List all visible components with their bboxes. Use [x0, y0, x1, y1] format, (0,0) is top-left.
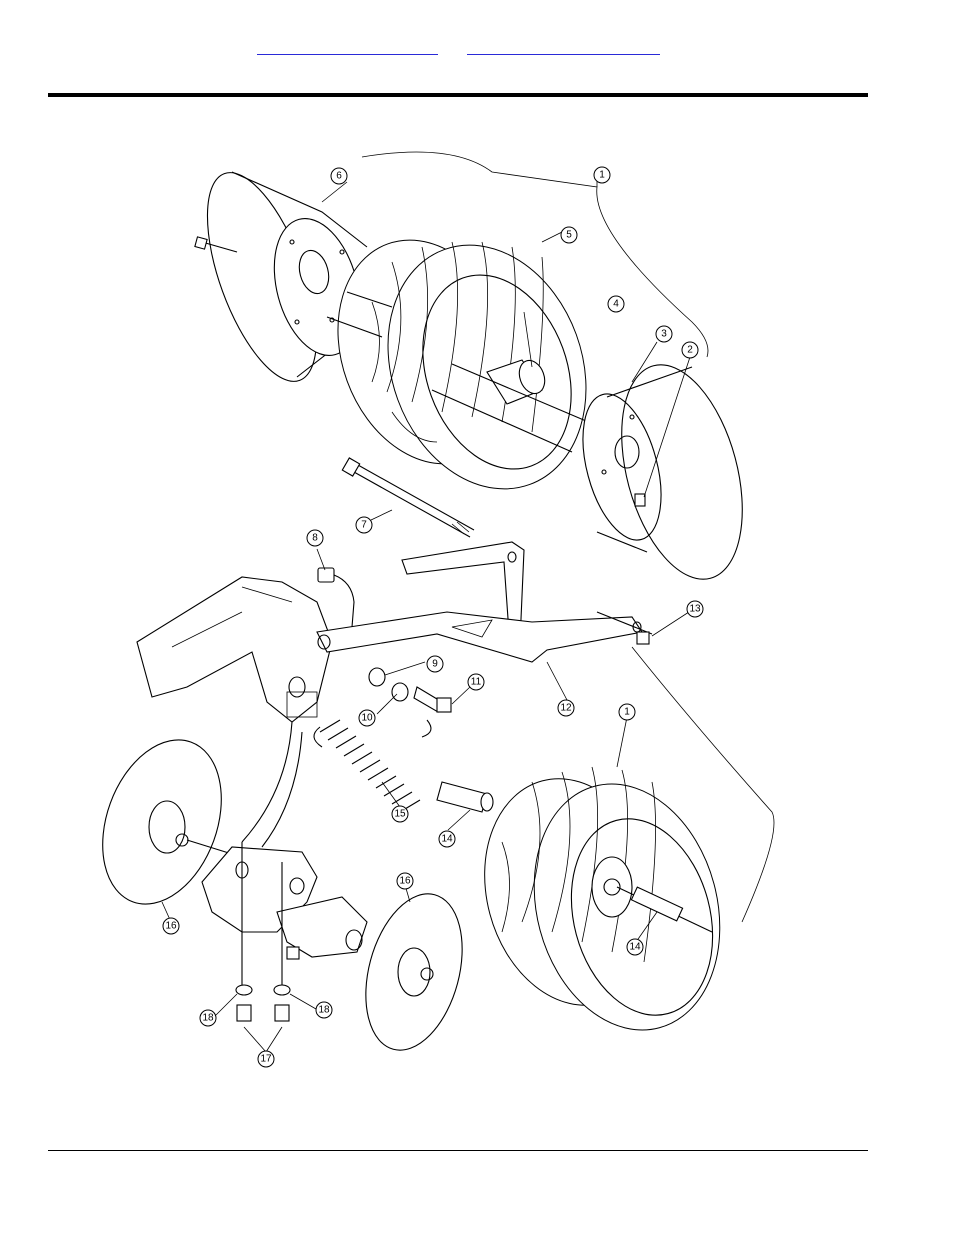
nav-link-right[interactable] — [467, 38, 660, 55]
svg-text:7: 7 — [361, 520, 367, 531]
spring-15 — [314, 720, 431, 812]
callout-5: 5 — [561, 227, 577, 243]
spacer-14 — [437, 782, 493, 812]
shank — [202, 722, 367, 987]
svg-text:6: 6 — [336, 171, 342, 182]
callout-14-middle: 14 — [439, 831, 455, 847]
callout-7: 7 — [356, 517, 372, 533]
callout-13: 13 — [687, 601, 703, 617]
svg-text:4: 4 — [613, 299, 619, 310]
tire-lower — [460, 759, 746, 1051]
svg-text:3: 3 — [661, 329, 667, 340]
callout-9: 9 — [427, 656, 443, 672]
callout-15: 15 — [392, 806, 408, 822]
rim-3 — [569, 352, 764, 593]
callout-10: 10 — [359, 710, 375, 726]
nav-link-left[interactable] — [257, 38, 438, 55]
callout-17: 17 — [258, 1051, 274, 1067]
svg-text:2: 2 — [687, 345, 693, 356]
footer-rule — [48, 1150, 868, 1151]
svg-text:1: 1 — [624, 707, 630, 718]
header-rule — [48, 93, 868, 97]
callout-14-lower: 14 — [627, 939, 643, 955]
callout-18-left: 18 — [200, 1010, 216, 1026]
disk-16-right — [350, 883, 478, 1061]
svg-text:1: 1 — [599, 170, 605, 181]
callout-18-right: 18 — [316, 1002, 332, 1018]
svg-text:15: 15 — [394, 809, 406, 820]
callout-6: 6 — [331, 168, 347, 184]
parts-diagram: 1 2 3 4 5 6 7 8 9 10 11 12 13 14 15 16 1… — [92, 142, 782, 1077]
callout-4: 4 — [608, 296, 624, 312]
svg-text:16: 16 — [399, 876, 411, 887]
hardware-9-10-11 — [369, 668, 451, 712]
callout-16-left: 16 — [163, 918, 179, 934]
svg-text:11: 11 — [471, 677, 482, 688]
svg-text:17: 17 — [260, 1054, 272, 1065]
svg-text:10: 10 — [361, 713, 373, 724]
svg-text:5: 5 — [566, 230, 572, 241]
svg-text:14: 14 — [441, 834, 453, 845]
callout-3: 3 — [656, 326, 672, 342]
svg-text:13: 13 — [689, 604, 701, 615]
svg-text:14: 14 — [629, 942, 641, 953]
bolts-17-18 — [236, 985, 290, 1021]
callout-1-upper: 1 — [594, 167, 610, 183]
callout-1-lower: 1 — [619, 704, 635, 720]
svg-text:16: 16 — [165, 921, 177, 932]
callout-11: 11 — [468, 674, 484, 690]
svg-text:8: 8 — [312, 533, 318, 544]
callout-16-right: 16 — [397, 873, 413, 889]
svg-text:18: 18 — [202, 1013, 214, 1024]
arm-12 — [317, 542, 642, 662]
callout-2: 2 — [682, 342, 698, 358]
svg-text:9: 9 — [432, 659, 438, 670]
svg-text:12: 12 — [560, 703, 572, 714]
callout-8: 8 — [307, 530, 323, 546]
callout-12: 12 — [558, 700, 574, 716]
svg-text:18: 18 — [318, 1005, 330, 1016]
frame-arm — [137, 577, 332, 722]
